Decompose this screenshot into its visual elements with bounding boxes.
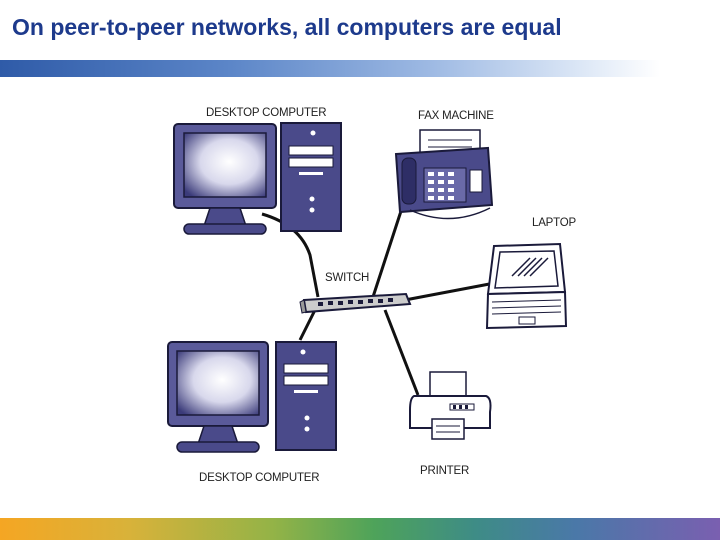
network-switch-icon <box>299 292 412 314</box>
label-switch: SWITCH <box>325 272 369 284</box>
cable-fax <box>370 207 404 301</box>
cable-desktop-bottom <box>298 309 317 341</box>
printer-icon <box>409 371 492 440</box>
cable-desktop-top <box>261 212 320 298</box>
cable-printer <box>383 309 420 396</box>
desktop-computer-bottom-icon <box>167 341 337 453</box>
label-printer: PRINTER <box>420 465 469 477</box>
laptop-icon <box>485 242 568 330</box>
fax-machine-icon <box>394 129 494 220</box>
label-laptop: LAPTOP <box>532 217 576 229</box>
label-desktop-computer-bottom: DESKTOP COMPUTER <box>199 472 319 484</box>
footer-gradient-bar <box>0 518 720 540</box>
label-fax-machine: FAX MACHINE <box>418 110 494 122</box>
desktop-computer-top-icon <box>173 122 342 235</box>
label-desktop-computer-top: DESKTOP COMPUTER <box>206 107 326 119</box>
slide-title: On peer-to-peer networks, all computers … <box>12 14 562 40</box>
title-underline-bar <box>0 60 660 77</box>
cable-laptop <box>404 280 501 302</box>
network-cables <box>261 207 501 396</box>
